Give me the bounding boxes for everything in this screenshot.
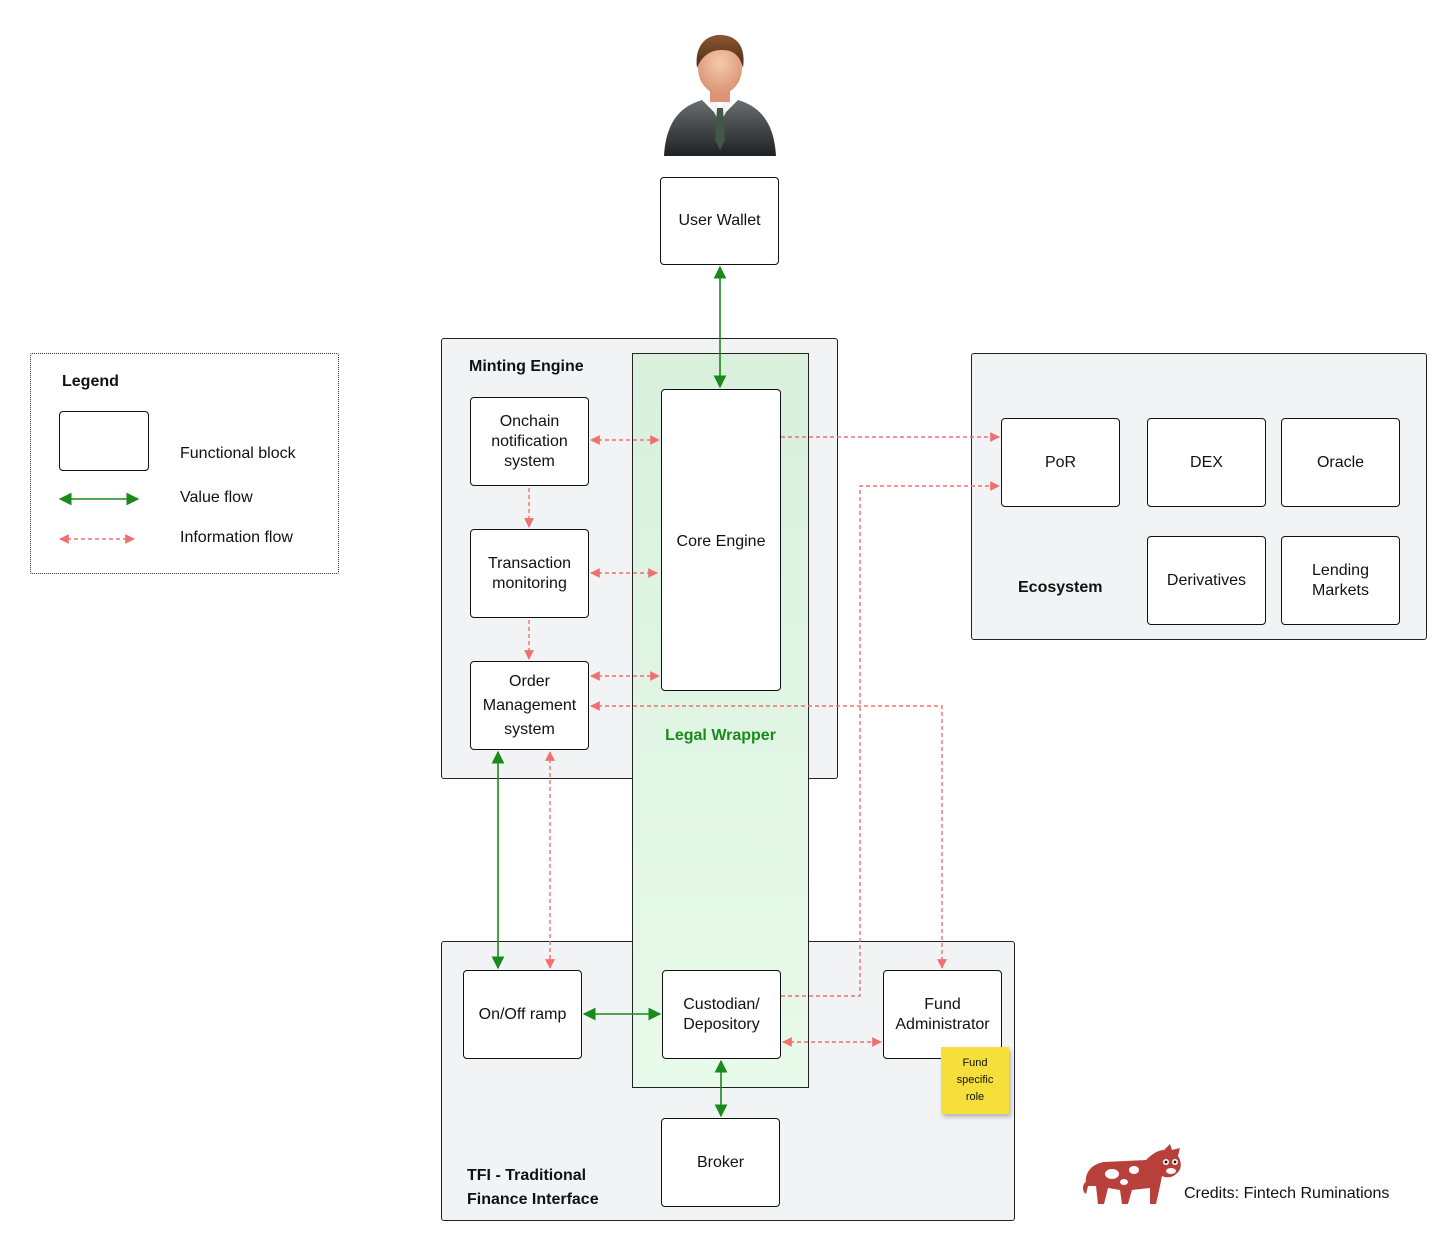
credits-text: Credits: Fintech Ruminations	[1184, 1185, 1390, 1202]
tfi-title-line2: Finance Interface	[467, 1191, 599, 1208]
dex-block: DEX	[1147, 418, 1266, 507]
derivatives-block: Derivatives	[1147, 536, 1266, 625]
order-management-block: Order Management system	[470, 661, 589, 750]
ecosystem-title: Ecosystem	[1018, 579, 1103, 596]
legend-functional-block-label: Functional block	[180, 445, 296, 462]
por-block: PoR	[1001, 418, 1120, 507]
legend-information-flow-label: Information flow	[180, 529, 293, 546]
fund-specific-role-note: Fund specific role	[941, 1047, 1009, 1114]
user-wallet-block: User Wallet	[660, 177, 779, 265]
legend-title: Legend	[62, 373, 119, 390]
tfi-title-line1: TFI - Traditional	[467, 1167, 587, 1184]
oracle-block: Oracle	[1281, 418, 1400, 507]
cow-logo-icon	[1083, 1144, 1181, 1204]
legend-value-flow-label: Value flow	[180, 489, 253, 506]
lending-markets-block: Lending Markets	[1281, 536, 1400, 625]
transaction-monitoring-block: Transaction monitoring	[470, 529, 589, 618]
fund-administrator-block: Fund Administrator	[883, 970, 1002, 1059]
legal-wrapper-title: Legal Wrapper	[665, 727, 776, 744]
legend-functional-block-sample	[59, 411, 149, 471]
custodian-depository-block: Custodian/ Depository	[662, 970, 781, 1059]
onchain-notification-block: Onchain notification system	[470, 397, 589, 486]
core-engine-block: Core Engine	[661, 389, 781, 691]
on-off-ramp-block: On/Off ramp	[463, 970, 582, 1059]
user-avatar-icon	[664, 34, 776, 156]
legend-box: Legend Functional block Value flow Infor…	[30, 353, 339, 574]
broker-block: Broker	[661, 1118, 780, 1207]
minting-engine-title: Minting Engine	[469, 358, 584, 375]
